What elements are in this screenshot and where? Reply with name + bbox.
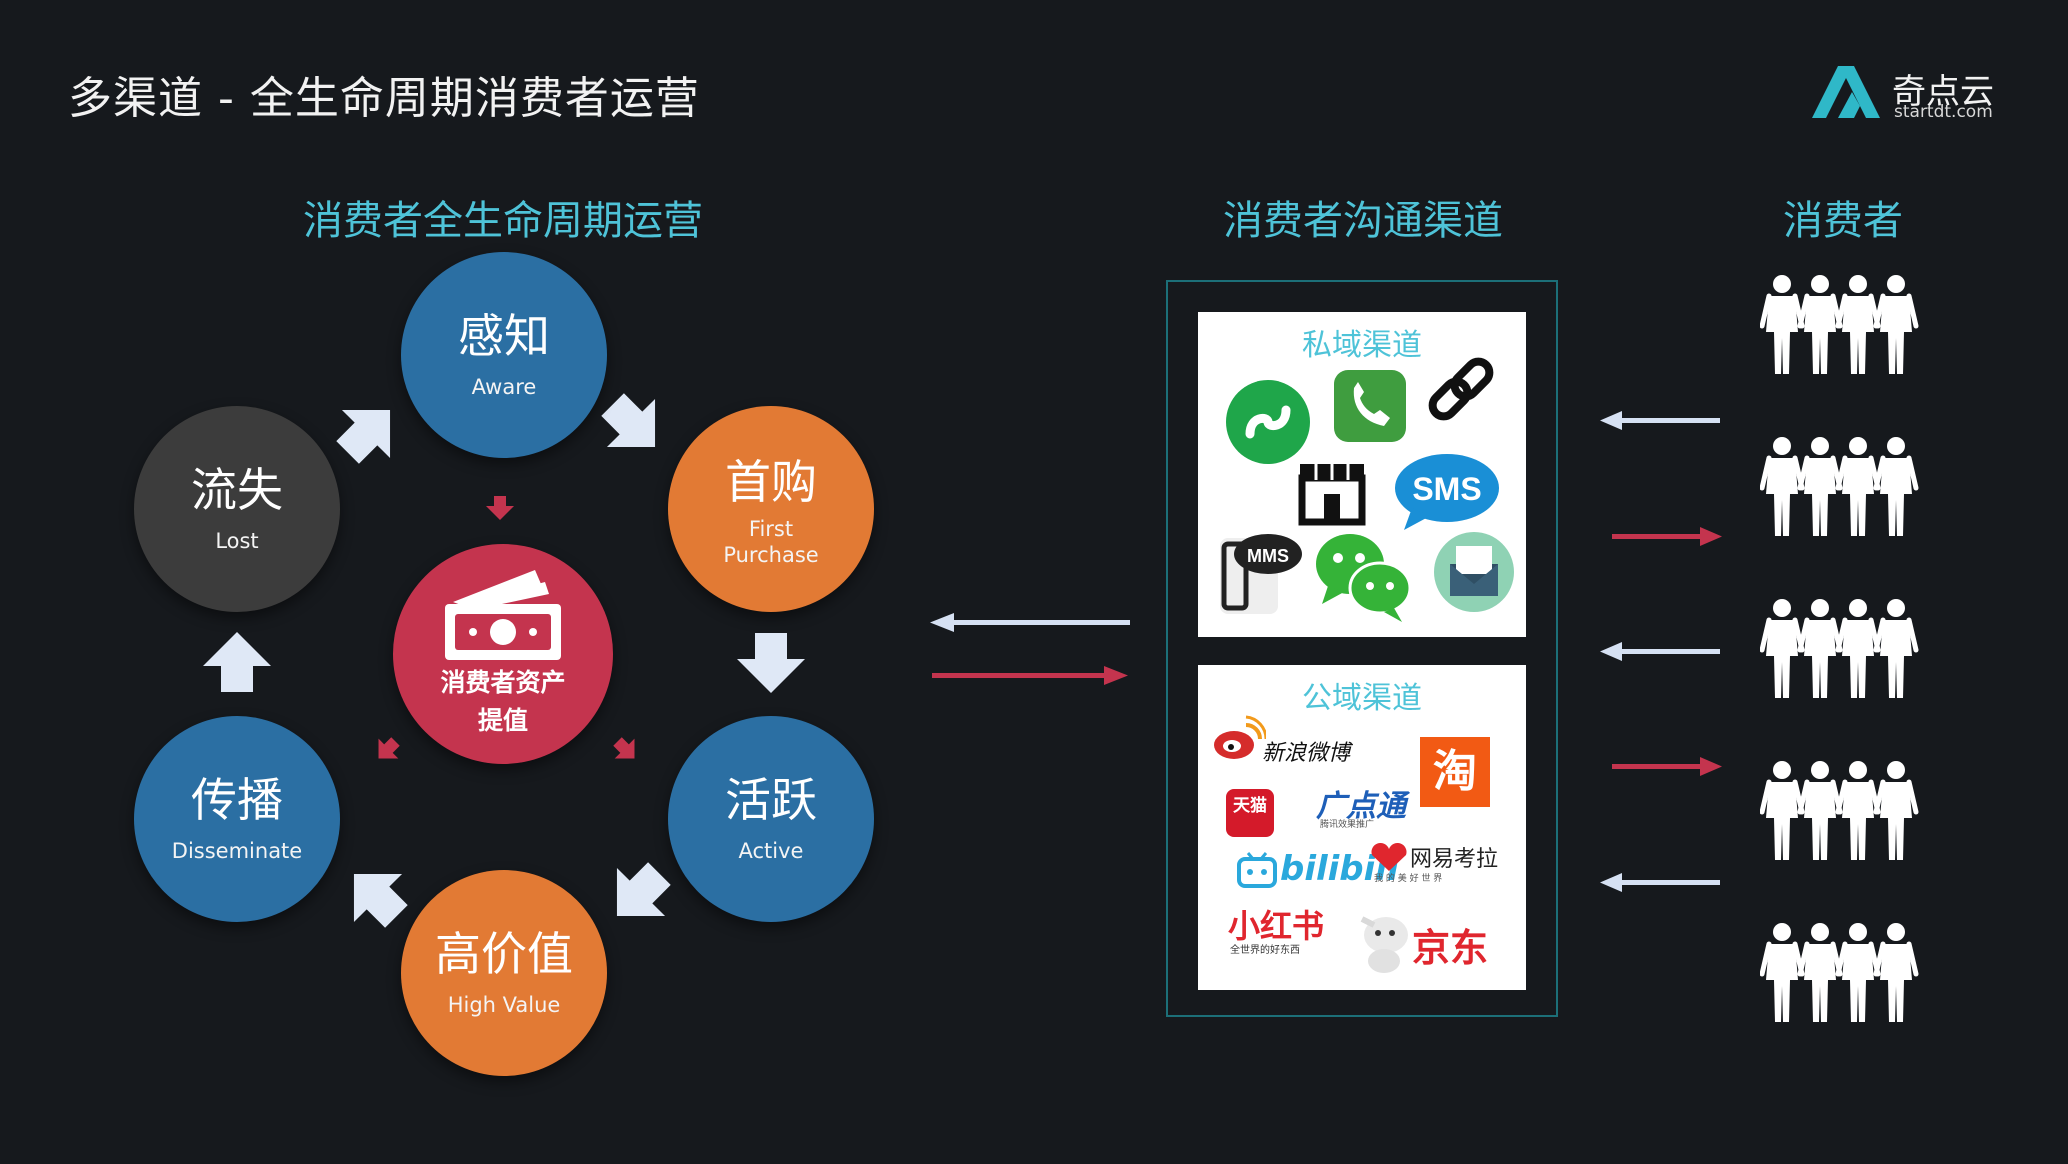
stage-active-cn: 活跃 <box>725 773 817 827</box>
stage-first-purchase-en-line2: Purchase <box>723 543 819 567</box>
incoming-arrow <box>1600 873 1720 892</box>
stage-high-value-cn: 高价值 <box>435 927 573 981</box>
xiaohongshu-sub: 全世界的好东西 <box>1230 945 1300 956</box>
mini-program-icon <box>1226 380 1310 464</box>
brand-logo: 奇点云 startdt.com <box>1808 62 2008 132</box>
lifecycle-channel-arrows <box>930 613 1130 685</box>
kaola-icon <box>1371 843 1407 871</box>
lifecycle-heading: 消费者全生命周期运营 <box>303 198 703 244</box>
gdt-label: 广点通 <box>1316 789 1406 824</box>
stage-high-value: 高价值 High Value <box>401 870 607 1076</box>
store-icon <box>1298 464 1366 526</box>
tmall-label: 天猫 <box>1233 796 1267 816</box>
xiaohongshu-label: 小红书 <box>1228 907 1325 945</box>
incoming-arrow <box>930 613 1130 632</box>
gdt-sub: 腾讯效果推广 <box>1320 820 1375 830</box>
mms-icon: MMS <box>1220 534 1302 614</box>
consumers-heading: 消费者 <box>1783 198 1903 244</box>
consumer-group-icon <box>1762 437 1916 536</box>
page-title: 多渠道 - 全生命周期消费者运营 <box>68 73 700 124</box>
kaola-sub: 我 的 美 好 世 界 <box>1374 874 1443 884</box>
consumer-group-icon <box>1762 761 1916 860</box>
stage-disseminate-en: Disseminate <box>171 839 303 863</box>
stage-active: 活跃 Active <box>668 716 874 922</box>
stage-active-en: Active <box>738 839 804 863</box>
money-icon <box>445 570 561 660</box>
mms-label: MMS <box>1247 546 1289 566</box>
stage-first-purchase-en-line1: First <box>748 517 794 541</box>
stage-lost-en: Lost <box>215 529 259 553</box>
startdt-logo-icon <box>1812 66 1880 118</box>
public-channels-title: 公域渠道 <box>1302 681 1422 716</box>
channels-heading: 消费者沟通渠道 <box>1223 198 1503 244</box>
stage-disseminate-cn: 传播 <box>191 773 283 827</box>
email-icon <box>1434 532 1514 612</box>
channel-consumer-arrows <box>1600 411 1722 892</box>
stage-disseminate: 传播 Disseminate <box>134 716 340 922</box>
center-label-line2: 提值 <box>477 706 528 735</box>
logo-domain: startdt.com <box>1894 102 1993 122</box>
arrow-disseminate-to-lost <box>203 632 271 692</box>
consumer-groups <box>1760 270 1930 1030</box>
stage-first-purchase: 首购 First Purchase <box>668 406 874 612</box>
arrow-first-purchase-to-active <box>737 633 805 693</box>
jd-label: 京东 <box>1412 926 1489 970</box>
center-label-line1: 消费者资产 <box>440 668 566 697</box>
wechat-icon <box>1316 534 1412 622</box>
arrow-active-to-center <box>607 731 645 769</box>
arrow-aware-to-center <box>486 496 514 520</box>
stage-lost: 流失 Lost <box>134 406 340 612</box>
logo-name: 奇点云 <box>1892 72 1994 112</box>
public-channels-box: 公域渠道 新浪微博 淘 天猫 广点通 腾讯效果推广 bilibili 网易考拉 … <box>1198 665 1526 990</box>
stage-aware-cn: 感知 <box>458 309 550 363</box>
sms-icon: SMS <box>1395 454 1499 530</box>
channel-frame <box>1166 280 1558 1017</box>
center-consumer-asset: 消费者资产 提值 <box>393 544 613 764</box>
consumer-group-icon <box>1762 275 1916 374</box>
outgoing-arrow <box>932 666 1128 685</box>
stage-lost-cn: 流失 <box>191 463 283 517</box>
phone-icon <box>1334 370 1406 442</box>
private-channels-box: 私域渠道 SMS <box>1198 312 1526 637</box>
weibo-icon <box>1214 715 1266 759</box>
weibo-label: 新浪微博 <box>1262 741 1351 766</box>
outgoing-arrow <box>1612 757 1722 776</box>
incoming-arrow <box>1600 642 1720 661</box>
incoming-arrow <box>1600 411 1720 430</box>
private-channel-icons: SMS MMS <box>1220 357 1514 622</box>
sms-label: SMS <box>1412 471 1481 507</box>
stage-high-value-en: High Value <box>447 993 561 1017</box>
consumer-group-icon <box>1762 923 1916 1022</box>
jd-mascot-icon <box>1360 916 1408 973</box>
bilibili-tv-icon <box>1237 852 1277 888</box>
stage-first-purchase-cn: 首购 <box>725 455 817 509</box>
outgoing-arrow <box>1612 527 1722 546</box>
link-icon <box>1428 357 1494 421</box>
kaola-label: 网易考拉 <box>1410 847 1499 872</box>
stage-aware: 感知 Aware <box>401 252 607 458</box>
tmall-icon: 天猫 <box>1226 789 1274 837</box>
private-channels-title: 私域渠道 <box>1302 328 1422 363</box>
stage-aware-en: Aware <box>471 375 537 399</box>
consumer-group-icon <box>1762 599 1916 698</box>
taobao-icon: 淘 <box>1420 737 1490 807</box>
